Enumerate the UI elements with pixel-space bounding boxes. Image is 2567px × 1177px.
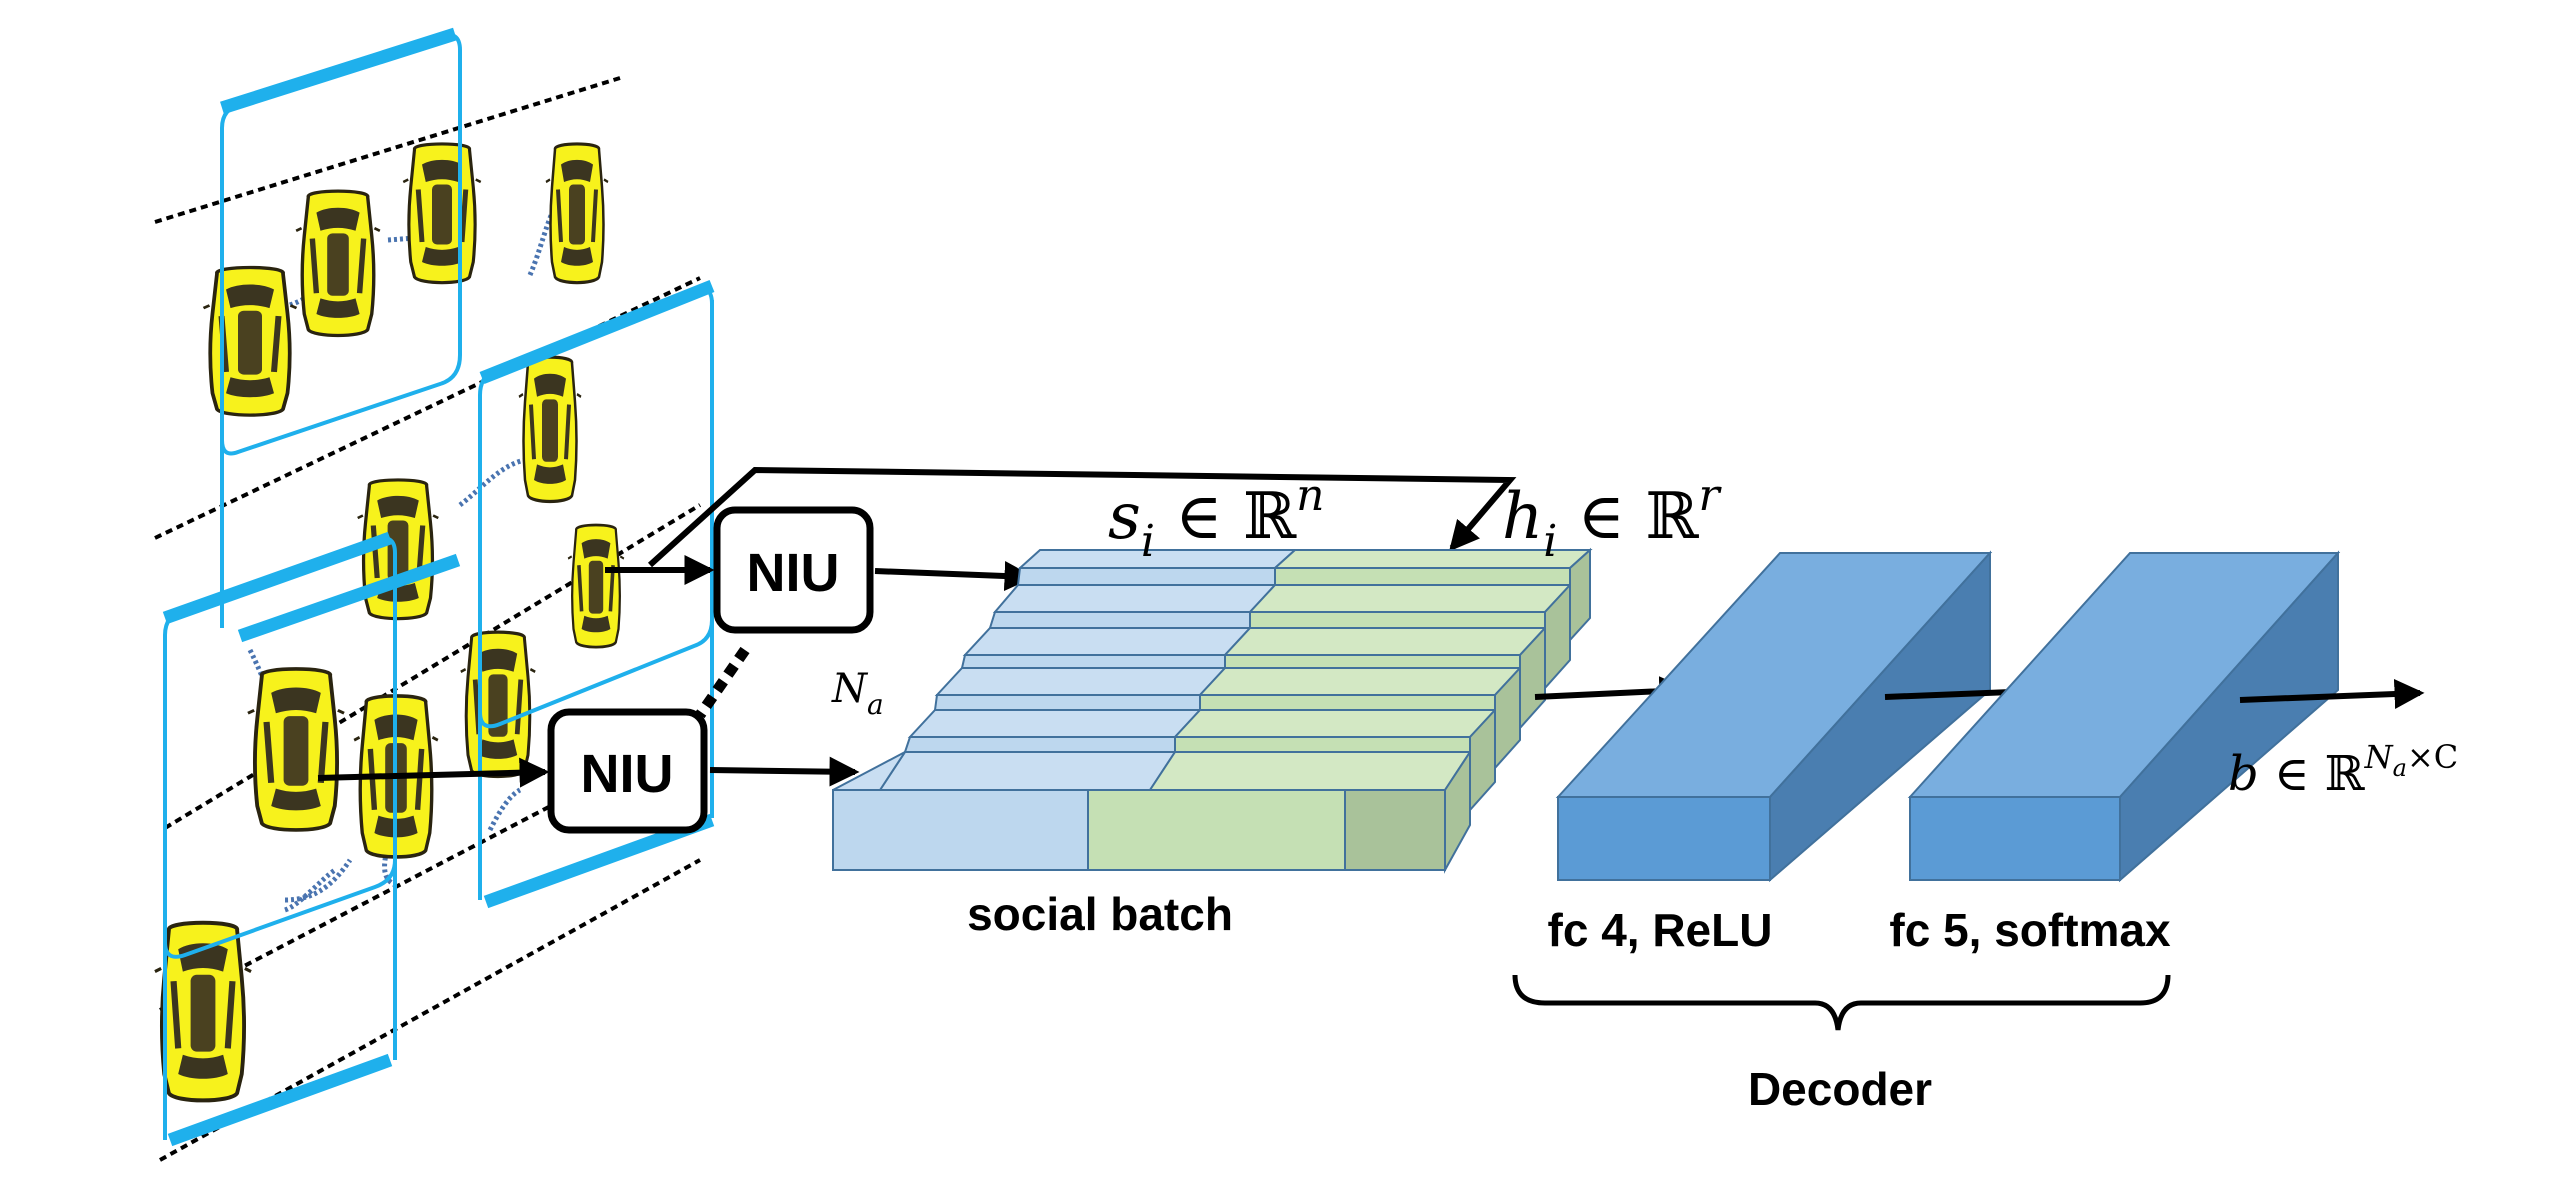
- car-top-view-icon: [248, 669, 344, 830]
- batch-front-faces: [832, 567, 1571, 871]
- h-feature-set: ∈ ℝ: [1557, 480, 1699, 554]
- output-set: ∈ ℝ: [2259, 746, 2365, 802]
- niu-connections: [317, 466, 1517, 788]
- s-feature-set: ∈ ℝ: [1155, 480, 1297, 554]
- h-feature-base: h: [1502, 480, 1543, 554]
- car-top-view-icon: [546, 144, 608, 283]
- niu-block-bottom: NIU: [547, 708, 708, 834]
- fc4-label: fc 4, ReLU: [1548, 904, 1773, 956]
- niu-continuation-dots: [695, 646, 750, 719]
- batch-side-faces: [1444, 547, 1591, 874]
- h-feature-sup: r: [1699, 470, 1723, 521]
- output-base: b: [2228, 746, 2259, 802]
- output-label: b ∈ ℝNa×C: [2228, 738, 2458, 802]
- output-sup-sub: a: [2393, 754, 2407, 782]
- s-feature-base: s: [1108, 480, 1141, 554]
- decoder-brace: [1512, 974, 2171, 1031]
- social-batch-label: social batch: [967, 888, 1233, 940]
- s-feature-sup: n: [1296, 470, 1324, 521]
- niu-bottom-label: NIU: [581, 744, 674, 804]
- traffic-scene: [155, 27, 715, 1162]
- fc5-label: fc 5, softmax: [1889, 904, 2171, 956]
- batch-rows-label-sub: a: [867, 688, 884, 721]
- car-top-view-icon: [296, 191, 380, 335]
- car-top-view-icon: [519, 357, 581, 501]
- social-batch-block: [832, 547, 1593, 874]
- niu-top-label: NIU: [747, 543, 840, 603]
- h-feature-sub: i: [1543, 516, 1557, 567]
- s-feature-label: si ∈ ℝn: [1108, 470, 1325, 567]
- car-top-view-icon: [403, 144, 481, 283]
- batch-rows-label: Na: [831, 666, 884, 721]
- car-top-view-icon: [204, 268, 297, 416]
- car-top-view-icon: [461, 632, 535, 776]
- fc5-block: [1907, 550, 2341, 883]
- observation-frames: [162, 27, 715, 1147]
- batch-rows-label-base: N: [831, 666, 869, 712]
- s-feature-sub: i: [1141, 516, 1155, 567]
- output-sup-tail: ×C: [2407, 738, 2458, 776]
- car-top-view-icon: [568, 525, 624, 647]
- output-arrow: [2239, 679, 2425, 709]
- decoder-label: Decoder: [1748, 1063, 1932, 1115]
- niu-block-top: NIU: [713, 506, 874, 634]
- h-feature-label: hi ∈ ℝr: [1502, 470, 1723, 567]
- output-sup-base: N: [2364, 738, 2394, 776]
